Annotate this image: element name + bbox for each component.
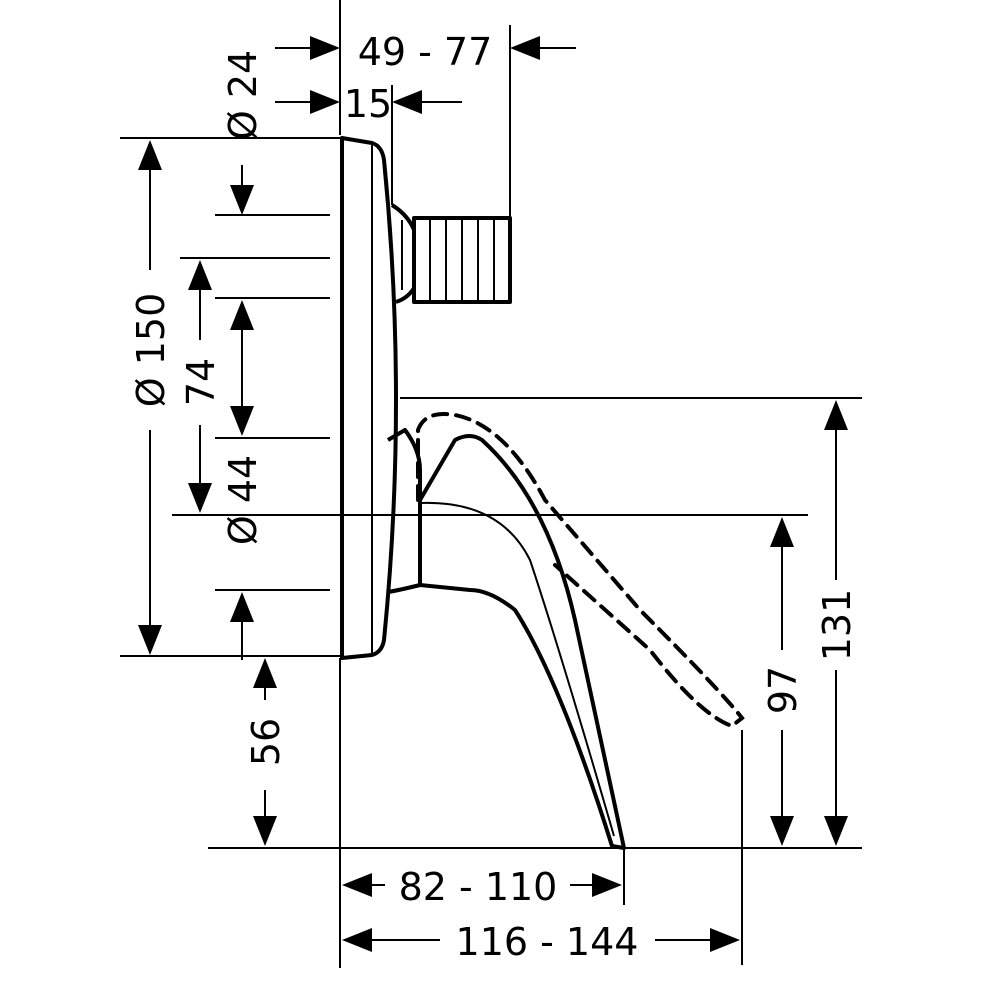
dim-label-dia-44: Ø 44 [221, 455, 265, 545]
dim-label-74: 74 [179, 358, 223, 406]
dim-label-15: 15 [344, 82, 392, 126]
spout-dashed-position [416, 412, 745, 729]
dim-label-dia-150: Ø 150 [129, 293, 173, 408]
dim-label-116-144: 116 - 144 [456, 920, 639, 964]
dim-label-82-110: 82 - 110 [399, 865, 558, 909]
extension-lines [120, 0, 862, 968]
spout [386, 428, 626, 850]
dim-label-131: 131 [815, 589, 859, 662]
dim-label-49-77: 49 - 77 [358, 30, 493, 74]
dim-label-97: 97 [761, 666, 805, 714]
dim-label-dia-24: Ø 24 [221, 50, 265, 140]
escutcheon-plate [340, 136, 398, 660]
dimension-arrows [138, 36, 848, 952]
diverter-knob [390, 203, 512, 304]
dim-label-56: 56 [244, 718, 288, 766]
